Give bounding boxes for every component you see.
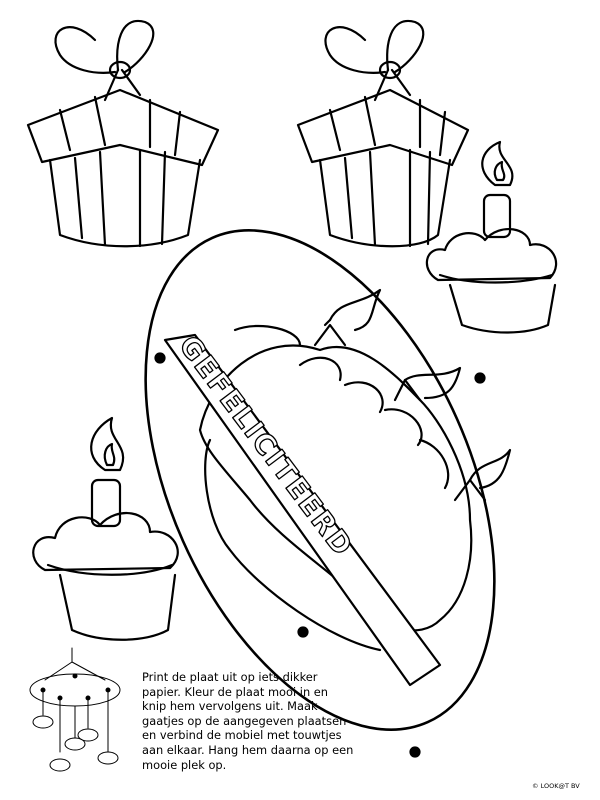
mobile-diagram xyxy=(29,647,121,772)
instructions-line: papier. Kleur de plaat mooi in en xyxy=(142,684,329,699)
instructions-line: en verbind de mobiel met touwtjes xyxy=(142,728,342,743)
gift-box-left xyxy=(26,19,220,248)
instructions-line: knip hem vervolgens uit. Maak xyxy=(142,699,318,714)
banner-text: GEFELICITEERD xyxy=(172,329,359,563)
instructions-line: aan elkaar. Hang hem daarna op een xyxy=(142,742,354,757)
mobile-oval xyxy=(144,229,496,758)
instructions-line: mooie plek op. xyxy=(142,757,227,772)
cupcake-right xyxy=(425,140,558,334)
instructions-text: Print de plaat uit op iets dikker papier… xyxy=(142,670,472,772)
cake-drawing xyxy=(198,288,512,652)
copyright-text: © LOOK@T BV xyxy=(532,782,580,790)
instructions-line: Print de plaat uit op iets dikker xyxy=(142,670,318,684)
cupcake-left xyxy=(32,416,179,641)
gift-box-right xyxy=(296,19,470,248)
instructions-line: gaatjes op de aangegeven plaatsen xyxy=(142,713,347,728)
